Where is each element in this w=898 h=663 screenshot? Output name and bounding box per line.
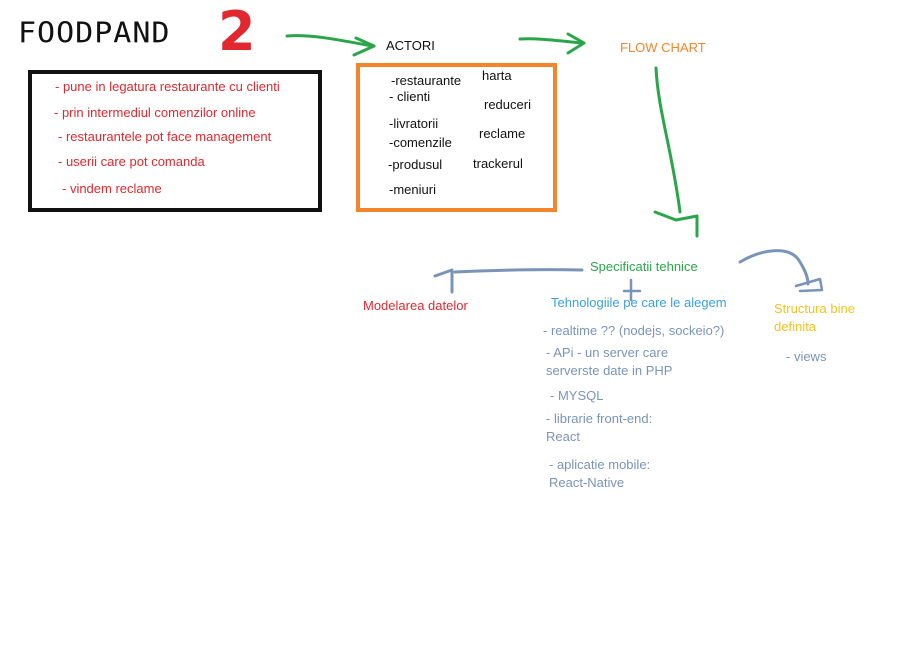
- arrowhead-flowchart: [566, 32, 586, 55]
- tick-tehnologii: [622, 278, 642, 302]
- arrowhead-actori: [352, 36, 376, 57]
- structura-item: - views: [786, 349, 827, 364]
- line-specificatii-to-modelarea: [453, 268, 584, 274]
- actor-item: -livratorii: [389, 116, 439, 131]
- tehnologii-item: - aplicatie mobile:: [549, 457, 651, 472]
- structura-title: Structura bine: [774, 301, 855, 316]
- tehnologii-item: - MYSQL: [550, 388, 604, 403]
- actor-item: -meniuri: [389, 182, 436, 197]
- arrowhead-modelarea: [433, 268, 454, 294]
- actor-item: -produsul: [388, 157, 443, 172]
- actori-box: [356, 63, 557, 212]
- description-item: - prin intermediul comenzilor online: [54, 105, 256, 120]
- description-box: [28, 70, 322, 212]
- actori-title: ACTORI: [386, 38, 435, 53]
- tehnologii-item: React: [546, 429, 580, 444]
- actor-item: - clienti: [389, 89, 431, 104]
- structura-title-cont: definita: [774, 319, 816, 334]
- arrow-flowchart-to-specificatii: [654, 66, 682, 214]
- actor-extra-item: trackerul: [473, 156, 523, 171]
- tehnologii-title: Tehnologiile pe care le alegem: [551, 295, 727, 310]
- description-item: - pune in legatura restaurante cu client…: [55, 79, 280, 94]
- arrowhead-specificatii: [653, 210, 699, 238]
- tehnologii-item: serverste date in PHP: [546, 363, 673, 378]
- logo-number: 2: [218, 0, 256, 63]
- arrowhead-structura: [794, 277, 824, 293]
- modelarea-title: Modelarea datelor: [363, 298, 468, 313]
- logo-text: FOODPAND: [18, 16, 171, 51]
- actor-item: -comenzile: [389, 135, 452, 150]
- tehnologii-item: React-Native: [549, 475, 625, 490]
- arc-specificatii-to-structura: [738, 249, 810, 286]
- arrow-actori-to-flowchart: [518, 37, 584, 45]
- arrow-logo-to-actori: [285, 34, 374, 48]
- description-item: - restaurantele pot face management: [58, 129, 272, 144]
- flow-chart-title: FLOW CHART: [620, 40, 706, 55]
- tehnologii-item: - librarie front-end:: [546, 411, 653, 426]
- actor-item: -restaurante: [391, 73, 462, 88]
- tehnologii-item: - realtime ?? (nodejs, sockeio?): [543, 323, 725, 338]
- actor-extra-item: harta: [482, 68, 512, 83]
- description-item: - vindem reclame: [62, 181, 162, 196]
- specificatii-title: Specificatii tehnice: [590, 259, 698, 274]
- actor-extra-item: reclame: [479, 126, 526, 141]
- description-item: - userii care pot comanda: [58, 154, 205, 169]
- tehnologii-item: - APi - un server care: [546, 345, 669, 360]
- actor-extra-item: reduceri: [484, 97, 531, 112]
